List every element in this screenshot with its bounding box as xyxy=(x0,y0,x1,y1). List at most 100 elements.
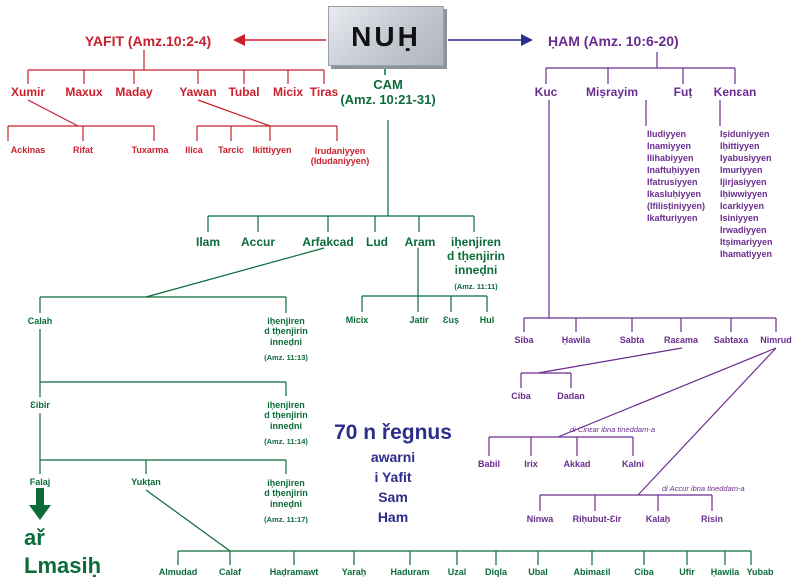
yuktan-son: Haduram xyxy=(390,567,430,577)
yuktan-son: Ḥawila xyxy=(710,567,740,577)
ham-son: Fuṭ xyxy=(673,85,693,99)
calah-ref: (Amz. 11:13) xyxy=(264,353,308,362)
summary-line: awarni xyxy=(370,449,416,465)
kencan-son: Ijirjasiyyen xyxy=(720,177,767,187)
accur-note: di Accur ibna tineddam-a xyxy=(662,484,745,493)
aram-son: Ɛuṣ xyxy=(442,315,460,325)
kuc-son: Sabtaxa xyxy=(713,335,749,345)
cinar-city: Irix xyxy=(524,459,538,469)
misrayim-sons: Iludiyyen Inamiyyen Ilihabiyyen Inaftuḥi… xyxy=(647,128,705,224)
yuktan-son: Yaraḥ xyxy=(341,567,367,577)
misrayim-son: Inamiyyen xyxy=(647,141,692,151)
kencan-son: Icarkiyyen xyxy=(720,201,765,211)
yuktan-son: Diqla xyxy=(484,567,508,577)
accur-city: Ninwa xyxy=(526,514,554,524)
misrayim-son: Ikafturiyyen xyxy=(647,213,698,223)
falaj-ref: (Amz. 11:17) xyxy=(264,515,308,524)
cam-son: Aram xyxy=(404,235,436,249)
misrayim-son: Ilihabiyyen xyxy=(647,153,694,163)
cibir-ref: (Amz. 11:14) xyxy=(264,437,308,446)
yawan-son: Irudaniyyen (Idudaniyyen) xyxy=(310,146,370,167)
kencan-son: Imuriyyen xyxy=(720,165,763,175)
accur-city: Riḥubut-Ɛir xyxy=(572,514,622,524)
yafit-son: Tiras xyxy=(309,85,339,99)
cinar-city: Babil xyxy=(477,459,501,469)
yafit-title: YAFIT (Amz.10:2-4) xyxy=(84,33,212,49)
ham-title: ḤAM (Amz. 10:6-20) xyxy=(548,33,679,49)
cibir-others: iḥenjiren d tḥenjirin inneḍni xyxy=(264,400,308,431)
yawan-son: Ilica xyxy=(185,145,203,155)
aram-son: Micix xyxy=(345,315,369,325)
kuc-son: Sabta xyxy=(619,335,645,345)
messiah-label: ař Lmasiḥ xyxy=(24,525,102,578)
xumir-son: Ackinas xyxy=(10,145,46,155)
cam-title: CAM (Amz. 10:21-31) xyxy=(340,77,436,107)
kencan-son: Iṣiduniyyen xyxy=(720,129,770,139)
cam-son: Arfakcad xyxy=(302,235,354,249)
root-node: NUḤ xyxy=(328,6,444,66)
calah-node: Calah xyxy=(27,316,53,326)
ham-son: Miṣrayim xyxy=(585,85,639,99)
xumir-son: Tuxarma xyxy=(131,145,169,155)
cam-son: Ilam xyxy=(195,235,221,249)
kuc-son: Nimrud xyxy=(760,335,792,345)
cibir-node: Ɛibir xyxy=(30,400,50,410)
yafit-son: Maday xyxy=(115,85,153,99)
accur-city: Kalaḥ xyxy=(645,514,671,524)
yuktan-son: Haḍramawt xyxy=(269,567,319,577)
yafit-son: Maxux xyxy=(65,85,103,99)
raama-son: Dadan xyxy=(557,391,585,401)
cinar-note: di Cinɛar ibna tineddam-a xyxy=(570,425,656,434)
kuc-son: Siba xyxy=(514,335,534,345)
ham-son: Kenɛan xyxy=(713,85,757,99)
yafit-son: Yawan xyxy=(179,85,217,99)
yawan-son: Ikittiyyen xyxy=(252,145,292,155)
falaj-others: iḥenjiren d tḥenjirin inneḍni xyxy=(264,478,308,509)
accur-city: Risin xyxy=(700,514,724,524)
summary-count: 70 n řegnus xyxy=(334,421,452,444)
cam-son: iḥenjiren d tḥenjirin inneḍni xyxy=(447,235,505,277)
yuktan-son: Ciba xyxy=(634,567,654,577)
raama-son: Ciba xyxy=(511,391,531,401)
kencan-son: Irwadiyyen xyxy=(720,225,767,235)
yuktan-son: Ufir xyxy=(679,567,695,577)
yawan-son: Tarcic xyxy=(218,145,244,155)
root-label: NUḤ xyxy=(351,21,421,52)
ham-son: Kuc xyxy=(534,85,558,99)
yuktan-son: Calaf xyxy=(218,567,242,577)
kencan-son: Ihamatiyyen xyxy=(720,249,773,259)
kuc-son: Raɛama xyxy=(664,335,698,345)
yuktan-node: Yukṭan xyxy=(131,477,161,487)
summary-line: Ham xyxy=(377,509,409,525)
aram-son: Jatir xyxy=(409,315,429,325)
yafit-son: Tubal xyxy=(228,85,260,99)
cinar-city: Kalni xyxy=(621,459,645,469)
misrayim-son: Iludiyyen xyxy=(647,129,687,139)
summary-line: i Yafit xyxy=(374,469,412,485)
falaj-node: Falaj xyxy=(29,477,51,487)
kencan-son: Iḥittiyyen xyxy=(720,141,760,151)
yuktan-son: Almudad xyxy=(158,567,198,577)
yuktan-son: Yubab xyxy=(746,567,774,577)
kencan-son: Itṣimariyyen xyxy=(720,237,773,247)
misrayim-son: Inaftuḥiyyen xyxy=(647,165,701,175)
cam-son: Accur xyxy=(240,235,276,249)
yafit-son: Xumir xyxy=(10,85,46,99)
cam-sons-ref: (Amz. 11:11) xyxy=(454,282,498,291)
kencan-son: Isiniyyen xyxy=(720,213,759,223)
calah-others: iḥenjiren d tḥenjirin inneḍni xyxy=(264,316,308,347)
kencan-son: Iḥiwwiyyen xyxy=(720,189,768,199)
yafit-son: Micix xyxy=(272,85,304,99)
misrayim-son: (Ifilisṭiniyyen) xyxy=(647,201,706,211)
kencan-sons: Iṣiduniyyen Iḥittiyyen Iyabusiyyen Imuri… xyxy=(720,128,773,260)
cam-son: Lud xyxy=(366,235,388,249)
aram-son: Hul xyxy=(479,315,495,325)
xumir-son: Rifat xyxy=(73,145,93,155)
kencan-son: Iyabusiyyen xyxy=(720,153,772,163)
misrayim-son: Ifatrusiyyen xyxy=(647,177,698,187)
yuktan-son: Uzal xyxy=(447,567,467,577)
misrayim-son: Ikasluḥiyyen xyxy=(647,189,702,199)
kuc-son: Ḥawila xyxy=(561,335,591,345)
